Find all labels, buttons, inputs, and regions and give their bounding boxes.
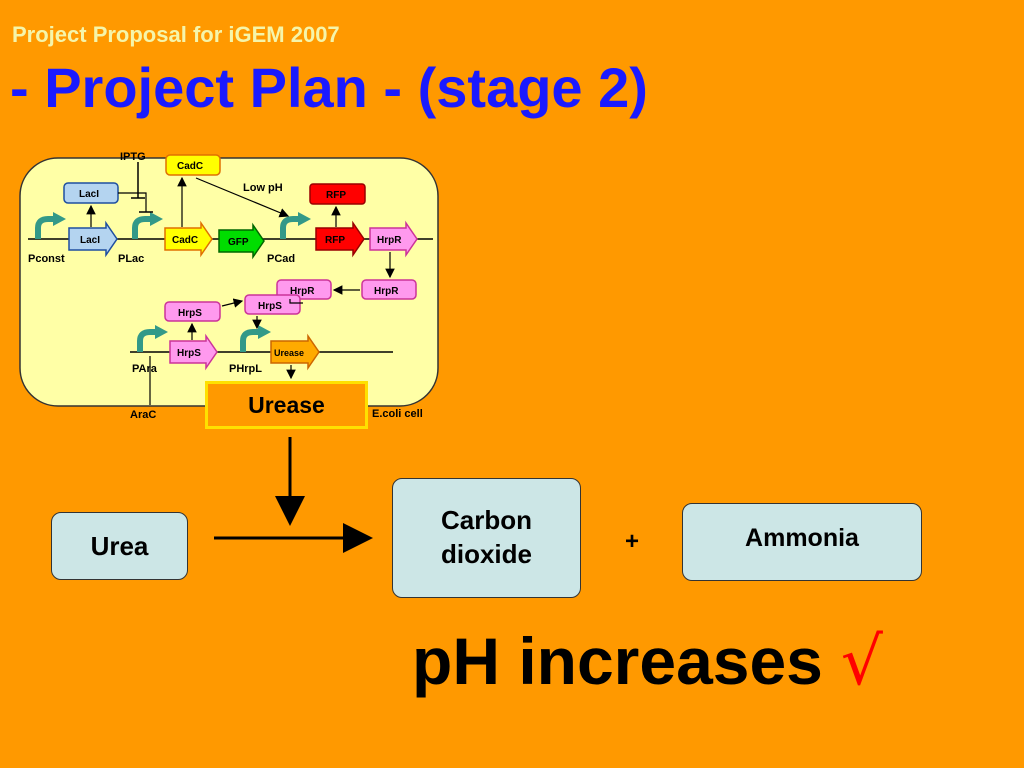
gene-gfp	[218, 222, 265, 260]
gene-hrpr-label: HrpR	[377, 235, 402, 246]
urease-enzyme-box: Urease	[205, 381, 368, 429]
carbon-dioxide-box: Carbon dioxide	[392, 478, 581, 598]
arrow-cadc-activation	[195, 177, 290, 218]
arrow-hrps-complex	[221, 298, 244, 308]
gene-laci-label: LacI	[80, 235, 100, 246]
ph-increases-label: pH increases√	[412, 628, 883, 695]
label-iptg: IPTG	[120, 151, 146, 163]
label-para: PAra	[132, 363, 158, 375]
gene-rfp	[315, 220, 365, 258]
plus-sign: +	[625, 528, 640, 555]
promoter-pconst	[35, 212, 66, 239]
page-title: - Project Plan - (stage 2)	[10, 56, 648, 119]
urea-box: Urea	[51, 512, 188, 580]
label-arac: AraC	[130, 409, 156, 421]
gene-hrps-label: HrpS	[177, 348, 201, 359]
promoter-para	[137, 325, 168, 352]
subtitle: Project Proposal for iGEM 2007	[12, 22, 340, 47]
gene-laci	[68, 220, 118, 258]
gene-urease	[270, 333, 320, 371]
label-phrpl: PHrpL	[229, 363, 262, 375]
protein-hrps-label: HrpS	[178, 308, 202, 319]
checkmark-icon: √	[840, 623, 883, 700]
protein-rfp	[309, 183, 366, 205]
gene-gfp-label: GFP	[228, 237, 249, 248]
protein-hrps	[164, 301, 221, 322]
protein-hrpr-right	[361, 279, 417, 300]
label-pcad: PCad	[267, 253, 295, 265]
protein-cadc	[165, 154, 221, 176]
link-hrpr-hrps	[289, 299, 303, 304]
protein-cadc-label: CadC	[177, 161, 203, 172]
label-plac: PLac	[118, 253, 144, 265]
protein-hrps-top-label: HrpS	[258, 301, 282, 312]
repression-laci-plac	[118, 192, 147, 212]
protein-rfp-label: RFP	[326, 190, 346, 201]
promoter-pcad	[280, 212, 311, 239]
label-low-ph: Low pH	[243, 182, 283, 194]
ph-increases-text: pH increases	[412, 624, 823, 698]
protein-hrpr-right-label: HrpR	[374, 286, 399, 297]
gene-cadc-label: CadC	[172, 235, 198, 246]
ammonia-box: Ammonia	[682, 503, 922, 581]
protein-hrps-top	[244, 294, 301, 315]
protein-hrpr-left-label: HrpR	[290, 286, 315, 297]
protein-laci-label: LacI	[79, 189, 99, 200]
label-pconst: Pconst	[28, 253, 65, 265]
gene-hrps	[169, 333, 218, 371]
gene-urease-label: Urease	[274, 348, 304, 358]
label-ecoli-cell: E.coli cell	[372, 408, 423, 420]
gene-rfp-label: RFP	[325, 235, 345, 246]
gene-hrpr	[369, 220, 418, 258]
gene-cadc	[164, 220, 213, 258]
promoter-plac	[132, 212, 163, 239]
